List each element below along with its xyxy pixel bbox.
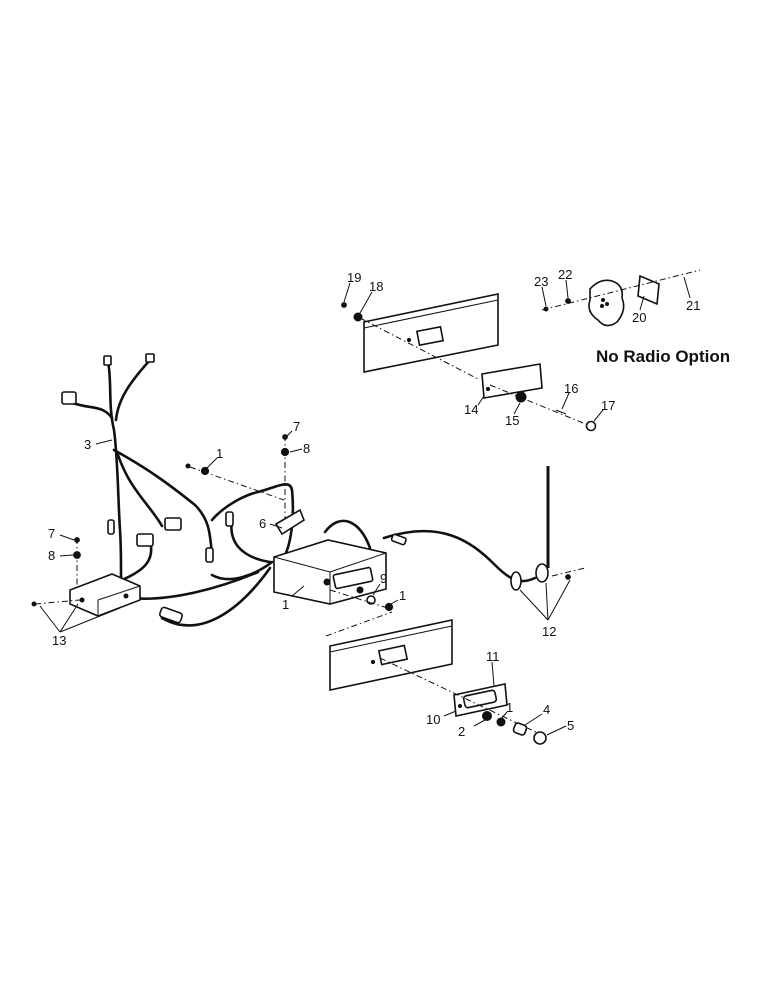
screw-1-top bbox=[185, 463, 191, 469]
nut-2 bbox=[482, 711, 492, 721]
callout-19: 19 bbox=[347, 270, 361, 285]
wiring-harness bbox=[68, 358, 295, 627]
harness-connector-f bbox=[205, 547, 214, 563]
antenna-nut bbox=[565, 574, 571, 580]
callout-9: 9 bbox=[380, 571, 387, 586]
callout-5: 5 bbox=[567, 718, 574, 733]
shaft-4 bbox=[512, 722, 528, 736]
callout-7-top: 7 bbox=[293, 419, 300, 434]
callout-23: 23 bbox=[534, 274, 548, 289]
screw-19 bbox=[341, 302, 347, 308]
antenna-gasket bbox=[510, 571, 522, 591]
bracket-6 bbox=[274, 508, 305, 536]
no-radio-option-title: No Radio Option bbox=[596, 347, 730, 366]
callout-21: 21 bbox=[686, 298, 700, 313]
antenna-base bbox=[535, 563, 549, 583]
harness-connector-b bbox=[145, 353, 155, 363]
leader-lines bbox=[39, 276, 691, 736]
callout-3: 3 bbox=[84, 437, 91, 452]
callout-13: 13 bbox=[52, 633, 66, 648]
callout-17: 17 bbox=[601, 398, 615, 413]
callout-labels: 19 18 23 22 20 21 14 15 16 17 3 1 7 8 6 … bbox=[48, 267, 700, 739]
callout-18: 18 bbox=[369, 279, 383, 294]
callout-7-left: 7 bbox=[48, 526, 55, 541]
blank-plate bbox=[481, 363, 543, 399]
callout-6: 6 bbox=[259, 516, 266, 531]
lower-dash-panel bbox=[329, 619, 453, 691]
nut-15 bbox=[515, 391, 527, 403]
bolt-16 bbox=[555, 409, 567, 415]
callout-8-top: 8 bbox=[303, 441, 310, 456]
knob-5 bbox=[533, 731, 547, 745]
callout-14: 14 bbox=[464, 402, 478, 417]
callout-20: 20 bbox=[632, 310, 646, 325]
harness-connector-d bbox=[164, 517, 182, 531]
callout-12: 12 bbox=[542, 624, 556, 639]
harness-bracket bbox=[69, 573, 141, 617]
radio-unit bbox=[273, 539, 387, 605]
harness-connector-a bbox=[61, 391, 77, 405]
callout-22: 22 bbox=[558, 267, 572, 282]
harness-connector-g bbox=[225, 511, 234, 527]
callout-16: 16 bbox=[564, 381, 578, 396]
nut-1-lower bbox=[496, 717, 506, 727]
callout-2: 2 bbox=[458, 724, 465, 739]
nut-1-radio bbox=[384, 602, 394, 612]
trim-bezel bbox=[453, 683, 508, 717]
cover-plate-20 bbox=[637, 274, 660, 306]
harness-connector-c bbox=[103, 355, 112, 366]
antenna-hole-cover bbox=[588, 279, 625, 327]
screw-13 bbox=[31, 601, 37, 607]
callout-4: 4 bbox=[543, 702, 550, 717]
upper-dash-panel bbox=[363, 293, 499, 373]
nut-18 bbox=[353, 312, 363, 322]
callout-11: 11 bbox=[486, 649, 500, 664]
callout-15: 15 bbox=[505, 413, 519, 428]
washer-22 bbox=[565, 298, 571, 304]
callout-10: 10 bbox=[426, 712, 440, 727]
callout-1-lower: 1 bbox=[506, 700, 513, 715]
callout-8-left: 8 bbox=[48, 548, 55, 563]
harness-connector-e bbox=[136, 533, 154, 547]
callout-1-top: 1 bbox=[216, 446, 223, 461]
washer-17 bbox=[585, 420, 597, 432]
callout-1-radio: 1 bbox=[282, 597, 289, 612]
antenna-cable-loop bbox=[323, 519, 372, 550]
harness-connector-h bbox=[107, 519, 115, 535]
harness-connector-i bbox=[158, 606, 184, 624]
callout-1-nut: 1 bbox=[399, 588, 406, 603]
antenna-plug bbox=[390, 533, 407, 546]
